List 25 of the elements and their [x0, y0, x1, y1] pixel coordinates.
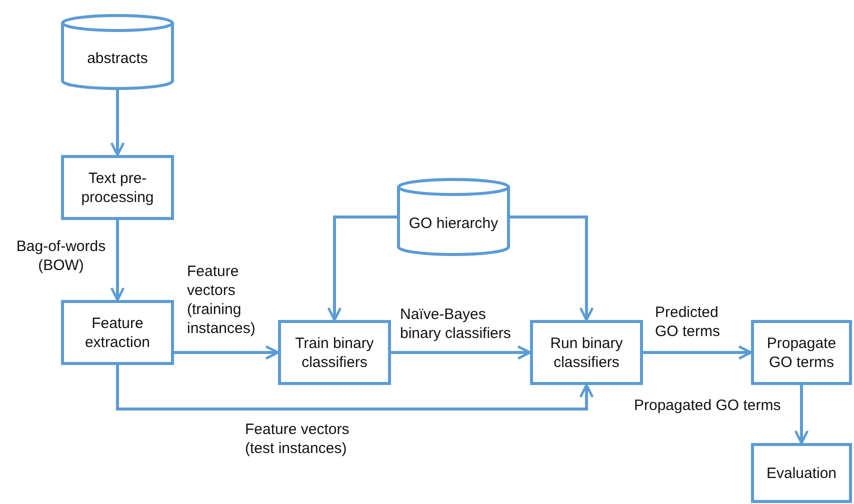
- process-box: [278, 320, 391, 385]
- arrow: [116, 365, 594, 410]
- database-cylinder: [397, 178, 510, 256]
- process-box: [61, 300, 174, 365]
- node-label: Text pre-processing: [80, 168, 155, 206]
- arrow: [327, 216, 397, 322]
- arrow: [510, 216, 594, 322]
- node-label: GO hierarchy: [408, 214, 500, 232]
- arrow: [643, 345, 752, 360]
- arrow: [174, 345, 280, 360]
- arrow: [110, 90, 125, 156]
- process-box: [751, 443, 852, 503]
- arrow: [391, 345, 532, 360]
- arrow: [794, 385, 809, 444]
- arrow: [110, 220, 125, 302]
- node-label: Feature extraction: [84, 314, 152, 352]
- process-box: [530, 320, 643, 385]
- node-label: Propagate GO terms: [766, 334, 838, 372]
- node-label: abstracts: [86, 48, 149, 68]
- database-cylinder: [61, 14, 174, 90]
- node-label: Train binary classifiers: [294, 334, 375, 372]
- node-label: Evaluation: [765, 464, 838, 482]
- process-box: [61, 155, 174, 220]
- process-box: [751, 320, 852, 385]
- node-label: Run binary classifiers: [549, 334, 624, 372]
